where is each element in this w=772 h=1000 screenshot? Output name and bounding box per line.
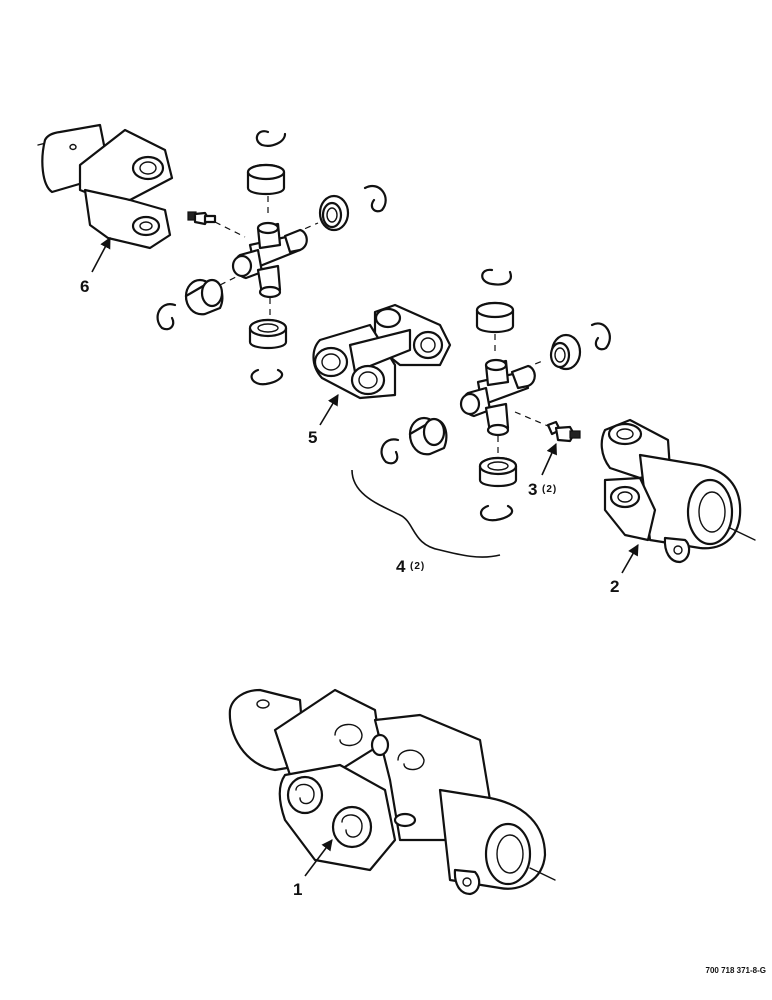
- upper-bearing-cup-right: [318, 194, 350, 232]
- callout-6-number: 6: [80, 277, 89, 296]
- upper-snap-ring-top: [255, 130, 287, 147]
- lower-bearing-cup-bottom: [478, 456, 518, 488]
- lower-bearing-cup-top: [475, 301, 515, 334]
- yoke-part-6: [37, 123, 174, 250]
- callout-3-qty: (2): [542, 484, 557, 495]
- center-yoke-part-5: [312, 303, 452, 400]
- callout-5: 5: [308, 394, 339, 447]
- yoke-part-2: [600, 418, 756, 564]
- lower-snap-ring-right: [590, 322, 611, 351]
- upper-cross-spider: [231, 221, 308, 299]
- callout-3: 3 (2): [528, 442, 557, 499]
- lower-cross-assembly: [380, 268, 611, 522]
- upper-snap-ring-right: [363, 185, 387, 213]
- upper-cross-assembly: [156, 130, 387, 386]
- callout-1: 1: [293, 839, 333, 899]
- lower-bearing-cup-left: [408, 416, 448, 456]
- upper-bearing-cup-left: [184, 278, 224, 316]
- callout-6: 6: [80, 237, 111, 296]
- callout-4-qty: (2): [410, 561, 425, 572]
- callout-5-number: 5: [308, 428, 317, 447]
- upper-bearing-cup-bottom: [248, 318, 288, 350]
- callout-3-number: 3: [528, 480, 537, 499]
- upper-snap-ring-left: [156, 303, 177, 331]
- callout-4-number: 4: [396, 557, 406, 576]
- lower-snap-ring-left: [380, 438, 400, 465]
- drawing-reference-number: 700 718 371-8-G: [706, 966, 767, 975]
- grease-fitting-lower: [546, 420, 581, 443]
- lower-snap-ring-bottom: [479, 504, 514, 522]
- callout-2-number: 2: [610, 577, 619, 596]
- callout-1-number: 1: [293, 880, 302, 899]
- lower-cross-spider: [459, 358, 536, 437]
- callout-2: 2: [610, 544, 639, 596]
- assembled-joint-part-1: [228, 688, 556, 896]
- lower-snap-ring-top: [481, 268, 512, 286]
- callout-4: 4 (2): [396, 557, 425, 576]
- grease-fitting-upper: [187, 211, 217, 226]
- upper-snap-ring-bottom: [250, 368, 284, 386]
- lower-bearing-cup-right: [549, 333, 582, 371]
- upper-bearing-cup-top: [246, 163, 286, 196]
- brace-part-4: [351, 469, 501, 558]
